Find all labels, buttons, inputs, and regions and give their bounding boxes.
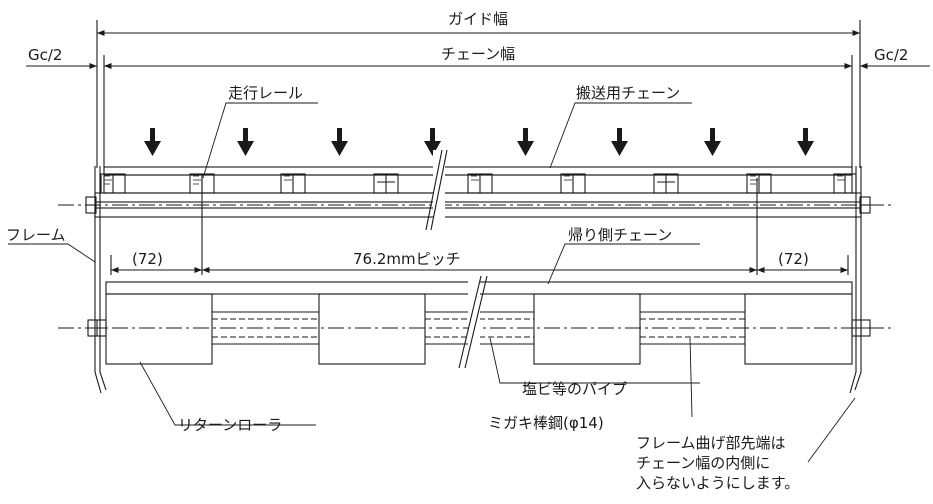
upper-shaft-end-left [85,196,97,214]
guide-width-label: ガイド幅 [448,10,508,28]
rail-block [746,173,772,194]
frame-label: フレーム [6,226,66,244]
note-line-1: フレーム曲げ部先端は [636,434,786,452]
frame-right [849,166,862,394]
chain-width-dimension [103,55,853,168]
return-roller-label: リターンローラ [178,416,282,434]
load-arrow-icon [144,128,161,156]
pitch-label: 76.2mmピッチ [353,250,461,268]
rail-block [833,173,857,194]
pitch-dimensions [110,178,849,275]
lower-shaft-end-left [87,319,107,337]
rail-block [100,173,126,194]
running-rail-blocks [100,173,857,194]
polished-bar-label: ミガキ棒鋼(φ14) [488,414,604,432]
note-line-3: 入らないようにします。 [636,474,799,492]
rail-block [653,173,679,194]
pvc-pipe-segment [640,311,745,345]
frame-left [94,166,107,394]
note-line-2: チェーン幅の内側に [636,454,770,472]
rail-block [373,173,399,194]
chain-width-label: チェーン幅 [441,45,515,63]
load-arrow-icon [424,128,441,156]
load-arrows [144,128,814,156]
load-arrow-icon [331,128,348,156]
return-roller-block [744,293,853,365]
running-rail-label: 走行レール [228,84,303,102]
lower-break-mark [458,275,488,369]
load-arrow-icon [517,128,534,156]
upper-break-mark [425,149,448,231]
conveying-chain-label: 搬送用チェーン [576,84,680,102]
dim-72-left-label: (72) [132,250,163,268]
dim-72-right-label: (72) [778,250,809,268]
return-chain-label: 帰り側チェーン [568,226,672,244]
lower-shaft-end-right [851,319,871,337]
load-arrow-icon [611,128,628,156]
load-arrow-icon [797,128,814,156]
pvc-pipe-segment [212,311,319,345]
return-roller-block [533,293,641,365]
rail-block [467,173,493,194]
upper-shaft-end-right [859,196,871,214]
return-roller-block [318,293,426,365]
return-roller-block [105,293,213,365]
gc-right-label: Gc/2 [874,46,908,64]
load-arrow-icon [237,128,254,156]
leader-lines [8,102,856,463]
gc-left-label: Gc/2 [28,46,62,64]
rail-block [560,173,586,194]
rail-block [280,173,306,194]
pvc-pipe-label: 塩ビ等のパイプ [522,380,627,398]
load-arrow-icon [704,128,721,156]
guide-width-dimension [96,20,861,168]
